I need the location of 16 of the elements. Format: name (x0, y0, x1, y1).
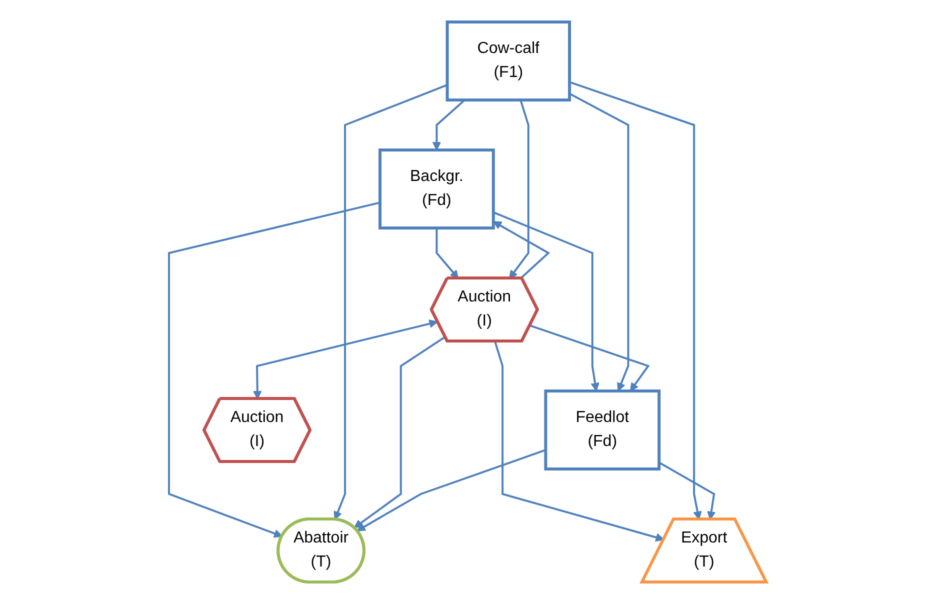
arrow (494, 340, 664, 542)
arrow (492, 210, 600, 391)
node-box: Cow-calf (F1) (446, 20, 571, 101)
node-box: Backgr. (Fd) (378, 148, 495, 229)
node-box: Feedlot (Fd) (544, 389, 660, 470)
arrow (568, 92, 630, 391)
arrow (334, 84, 448, 520)
arrow (530, 324, 650, 391)
arrow (508, 99, 530, 278)
arrow (356, 448, 546, 531)
arrow (354, 335, 446, 528)
arrow (168, 201, 380, 538)
arrow (492, 220, 550, 279)
arrow (436, 228, 459, 278)
arrow (432, 98, 466, 150)
arrow (252, 318, 438, 399)
